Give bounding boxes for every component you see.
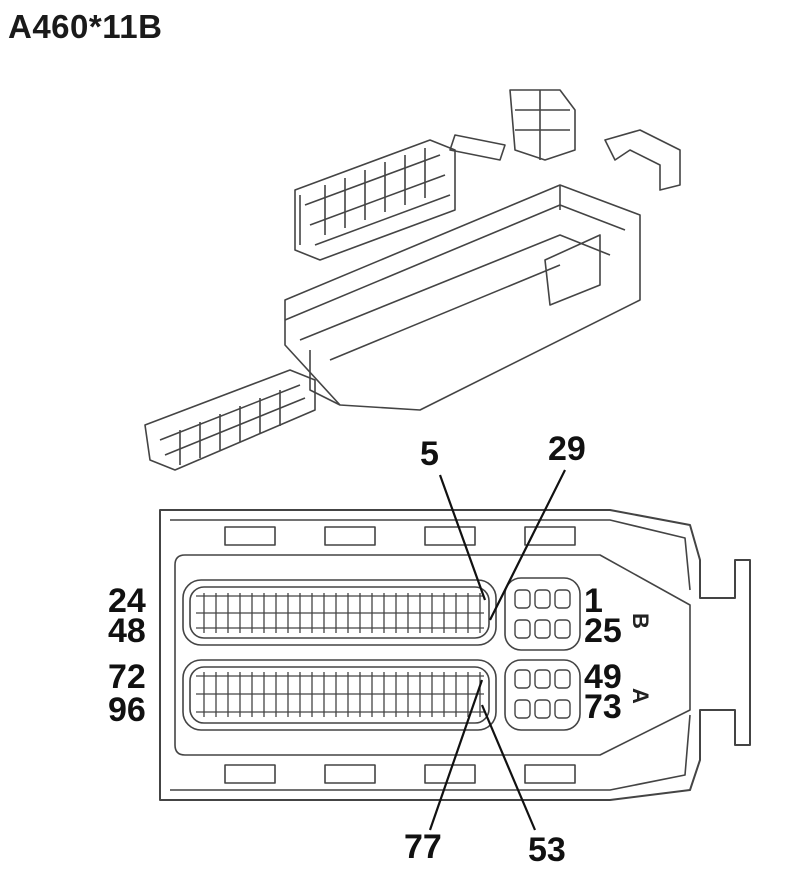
- pin-label-96: 96: [108, 691, 146, 729]
- leader-77: [428, 679, 484, 831]
- section-label-b: B: [627, 613, 653, 629]
- section-label-a: A: [627, 688, 653, 704]
- leader-29: [489, 469, 566, 621]
- pin-grid-lower: [196, 672, 484, 717]
- connector-title: A460*11B: [8, 8, 163, 45]
- pin-label-77: 77: [404, 828, 442, 866]
- leader-53: [480, 704, 537, 831]
- pin-label-1: 1: [584, 582, 603, 620]
- pin-label-53: 53: [528, 831, 566, 869]
- connector-face: [159, 509, 751, 801]
- leader-5: [438, 474, 487, 601]
- pin-label-24: 24: [108, 582, 146, 620]
- pin-label-29: 29: [548, 430, 586, 468]
- exploded-connector-view: [144, 89, 681, 471]
- pin-grid-upper: [196, 593, 484, 633]
- pin-label-25: 25: [584, 612, 622, 650]
- pin-label-72: 72: [108, 658, 146, 696]
- power-pins: [514, 589, 571, 719]
- pin-label-48: 48: [108, 612, 146, 650]
- pin-label-5: 5: [420, 435, 439, 473]
- pin-label-49: 49: [584, 658, 622, 696]
- pin-label-73: 73: [584, 688, 622, 726]
